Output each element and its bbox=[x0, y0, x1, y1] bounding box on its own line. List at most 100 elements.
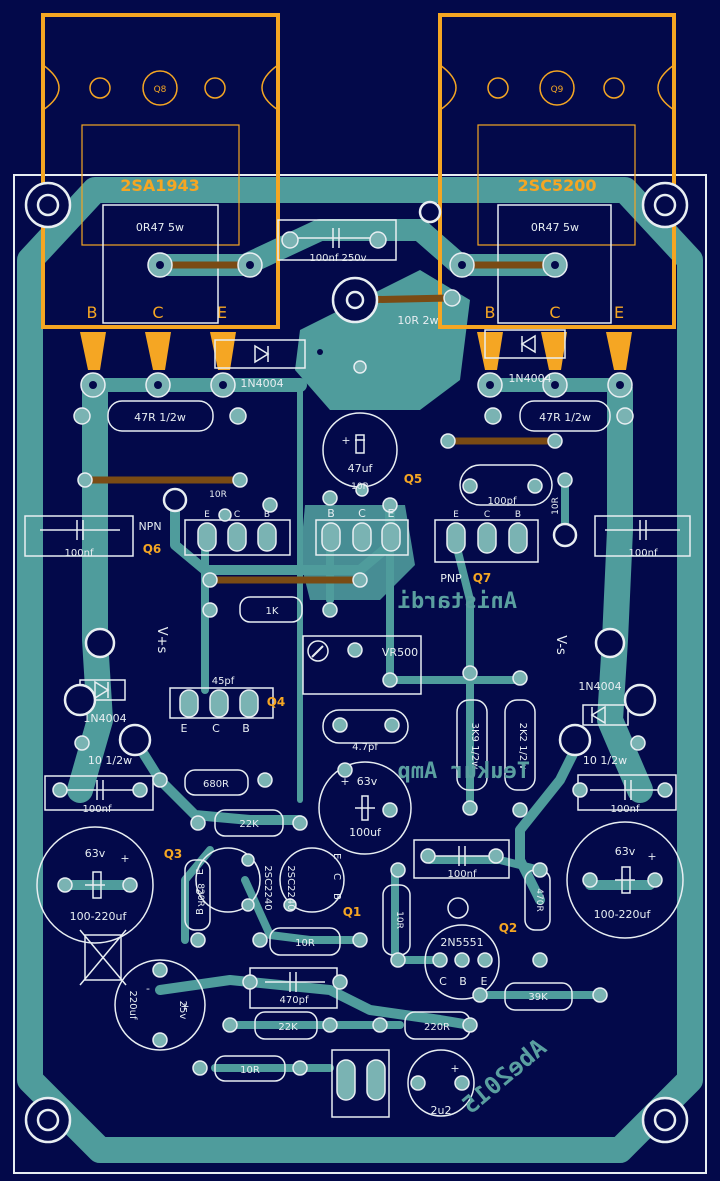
label-cap-470pf: 470pf bbox=[280, 995, 309, 1006]
label-r2k2: 2K2 1/2w bbox=[517, 723, 528, 770]
q8-pin-c: C bbox=[152, 303, 163, 322]
label-r10-vert: 10R bbox=[394, 911, 404, 929]
label-r10-mid: 10R bbox=[295, 938, 315, 949]
q5-ref-label: Q5 bbox=[404, 472, 423, 486]
q2-part-label: 2N5551 bbox=[440, 936, 483, 949]
silk-labels: 0R47 5w 0R47 5w 100nf 250v 10R 2w 1N4004… bbox=[65, 221, 658, 1117]
q6-pin-c: C bbox=[234, 510, 240, 520]
potentiometer-slot bbox=[311, 645, 324, 658]
potentiometer-knob bbox=[307, 640, 329, 662]
label-vs-plus: V+s bbox=[154, 627, 169, 654]
label-cap-2u2-plus: + bbox=[450, 1062, 459, 1075]
label-cap-right-big: 100-220uf bbox=[594, 908, 652, 921]
q9-ref-label: Q9 bbox=[551, 85, 564, 95]
q9-pin-e: E bbox=[614, 303, 624, 322]
oval-pads bbox=[179, 522, 528, 1101]
trace-l3 bbox=[241, 876, 364, 944]
label-cap-47: 47uf bbox=[348, 462, 374, 475]
q1-pin-b: B bbox=[331, 893, 342, 900]
label-cap-45pf: 45pf bbox=[212, 676, 235, 687]
label-d-left-top: 1N4004 bbox=[240, 377, 283, 390]
q8-ref-label: Q8 bbox=[154, 85, 167, 95]
q3-pin-c: C bbox=[195, 888, 206, 895]
trace-d7 bbox=[451, 536, 474, 804]
label-d-right-top: 1N4004 bbox=[508, 372, 551, 385]
q1-ref-label: Q1 bbox=[343, 905, 362, 919]
drill-holes bbox=[89, 261, 624, 389]
label-r-top: 10R 2w bbox=[397, 314, 438, 327]
label-r-emit-right: 0R47 5w bbox=[531, 221, 579, 234]
label-cap-100pf: 100pf bbox=[488, 496, 517, 507]
board-outline bbox=[13, 174, 707, 1174]
q4-ref-label: Q4 bbox=[267, 695, 286, 709]
label-r10-q5: 10R bbox=[351, 482, 369, 492]
q9-pin-c: C bbox=[549, 303, 560, 322]
q9-pin-b: B bbox=[485, 303, 496, 322]
label-r820: 820R bbox=[195, 883, 205, 906]
pads bbox=[52, 231, 673, 1091]
diode-symbols bbox=[94, 334, 606, 725]
label-r10-bottom: 10R bbox=[240, 1065, 260, 1076]
label-cap-right-mid: 100nf bbox=[629, 548, 658, 559]
label-r3k9: 3K9 1/2w bbox=[469, 723, 480, 770]
q3-pin-b: B bbox=[195, 908, 206, 915]
q8-pin-b: B bbox=[87, 303, 98, 322]
trace-d5 bbox=[386, 536, 524, 684]
label-d-right-mid: 1N4004 bbox=[578, 680, 621, 693]
silkscreen-layer bbox=[24, 204, 691, 1118]
mounting-holes bbox=[24, 181, 689, 1144]
trace-l5 bbox=[155, 975, 475, 1030]
label-r680: 680R bbox=[203, 779, 229, 790]
text-anistardi: Anistardi bbox=[398, 589, 517, 614]
label-cap-left-mid: 100nf bbox=[65, 548, 94, 559]
text-abe2015: Abe2015 bbox=[456, 1033, 551, 1119]
q2-ref-label: Q2 bbox=[499, 921, 518, 935]
label-cap-220uf: 220uf bbox=[127, 991, 138, 1020]
q6-pin-b: B bbox=[264, 510, 270, 520]
label-cap-220uf-minus: - bbox=[146, 982, 150, 995]
power-transistor-q9: Q9 2SC5200 B C E bbox=[438, 13, 676, 370]
label-r220: 220R bbox=[424, 1022, 450, 1033]
label-cap-220uf-plus: + bbox=[180, 1000, 189, 1013]
q8-pin-e: E bbox=[217, 303, 227, 322]
label-cap-220uf-v: 25v bbox=[177, 1001, 188, 1020]
left-rail bbox=[67, 377, 113, 803]
label-r47-left: 47R 1/2w bbox=[134, 411, 186, 424]
copper-island-top bbox=[295, 270, 470, 410]
q4-pin-e: E bbox=[181, 722, 188, 735]
q8-part-label: 2SA1943 bbox=[120, 176, 200, 195]
label-r10-left: 10 1/2w bbox=[88, 754, 132, 767]
label-r22k-bottom: 22K bbox=[278, 1022, 298, 1033]
label-cap-left-big-v: 63v bbox=[85, 847, 106, 860]
q3-part-label: 2SC2240 bbox=[262, 865, 273, 910]
transistor-refs: Q5 Q6 Q7 Q4 Q3 Q1 Q2 bbox=[143, 472, 518, 935]
label-d-left-mid: 1N4004 bbox=[83, 712, 126, 725]
label-cap-right-big-plus: + bbox=[647, 850, 656, 863]
right-rail bbox=[597, 377, 653, 803]
q5-pin-c: C bbox=[358, 507, 366, 520]
q7-pin-c: C bbox=[484, 510, 490, 520]
label-cap-left-big: 100-220uf bbox=[70, 910, 128, 923]
q2-pin-b: B bbox=[459, 975, 467, 988]
q4-pin-c: C bbox=[212, 722, 220, 735]
label-cap-2u2: 2u2 bbox=[431, 1104, 452, 1117]
label-cap-100nf-center: 100nf bbox=[448, 869, 477, 880]
label-cap-63v-plus: + bbox=[340, 775, 349, 788]
label-r39k: 39K bbox=[528, 992, 548, 1003]
q5-pin-e: E bbox=[388, 507, 395, 520]
q4-pin-b: B bbox=[242, 722, 250, 735]
label-r10-q6: 10R bbox=[209, 490, 227, 500]
label-r10-q7: 10R bbox=[551, 497, 561, 515]
q9-part-label: 2SC5200 bbox=[518, 176, 597, 195]
q3-ref-label: Q3 bbox=[164, 847, 183, 861]
text-teukur-amp: Teukur Amp bbox=[398, 759, 530, 784]
label-cap-right-big-v: 63v bbox=[615, 845, 636, 858]
q1-part-label: 2SC2240 bbox=[285, 865, 296, 910]
q7-type-label: PNP bbox=[440, 572, 462, 585]
label-cap-top: 100nf 250v bbox=[309, 253, 366, 264]
label-vr500: VR500 bbox=[382, 646, 418, 659]
label-cap-63v: 63v bbox=[357, 775, 378, 788]
label-vs-minus: V-s bbox=[553, 635, 568, 655]
q6-pin-e: E bbox=[204, 510, 210, 520]
